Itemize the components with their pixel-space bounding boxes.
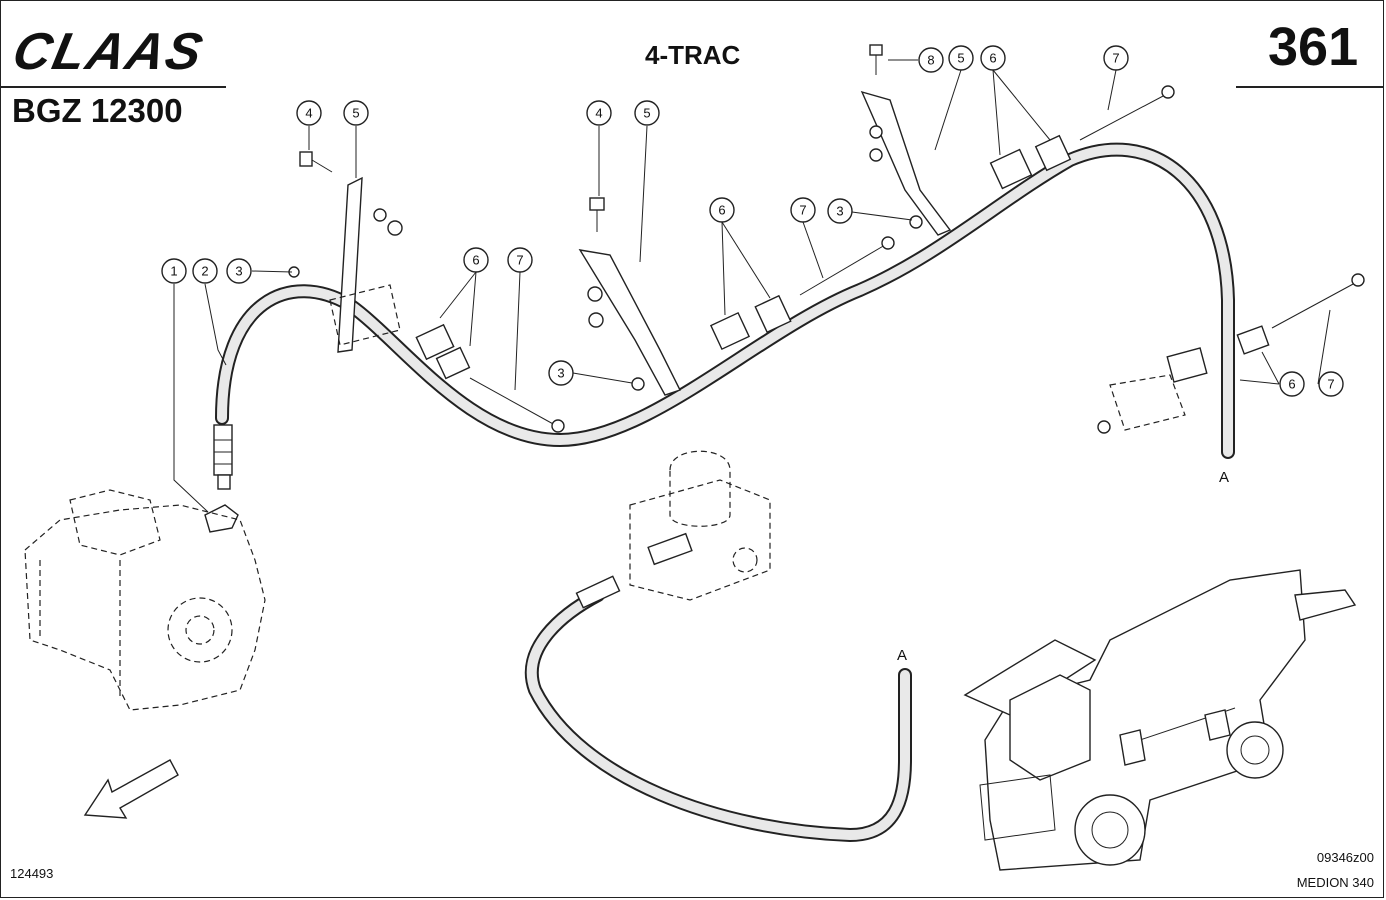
clamp-6-d bbox=[1097, 325, 1270, 434]
page-number: 361 bbox=[1268, 17, 1359, 77]
callout-7-b: 7 bbox=[790, 197, 816, 223]
leader-lines bbox=[173, 59, 1331, 513]
svg-text:4: 4 bbox=[595, 106, 602, 121]
nut-3-c bbox=[909, 215, 923, 229]
document-number: BGZ 12300 bbox=[12, 92, 183, 129]
connection-marker-lower: A bbox=[897, 647, 907, 664]
svg-text:7: 7 bbox=[799, 203, 806, 218]
svg-text:3: 3 bbox=[557, 366, 564, 381]
callout-4-b: 4 bbox=[586, 100, 612, 126]
valve-block bbox=[629, 450, 771, 601]
nuts-stack-b bbox=[587, 286, 604, 328]
clamp-6-a bbox=[415, 323, 471, 380]
hose-lower bbox=[524, 588, 912, 843]
svg-text:6: 6 bbox=[989, 51, 996, 66]
callout-6-d: 6 bbox=[1279, 371, 1305, 397]
page-title: 4-TRAC bbox=[645, 40, 741, 70]
image-reference: 09346z00 bbox=[1316, 850, 1374, 865]
header-rule-right bbox=[1236, 86, 1384, 88]
callout-7-d: 7 bbox=[1318, 371, 1344, 397]
svg-text:3: 3 bbox=[836, 204, 843, 219]
svg-text:7: 7 bbox=[516, 253, 523, 268]
callout-5-c: 5 bbox=[948, 45, 974, 71]
callout-2: 2 bbox=[192, 258, 218, 284]
header-rule-left bbox=[0, 86, 226, 88]
screw-4-a bbox=[299, 151, 333, 173]
model-name: MEDION 340 bbox=[1296, 875, 1374, 890]
svg-text:7: 7 bbox=[1327, 377, 1334, 392]
callout-4-a: 4 bbox=[296, 100, 322, 126]
bracket-right bbox=[860, 90, 952, 236]
nuts-stack-a bbox=[373, 208, 403, 236]
svg-text:2: 2 bbox=[201, 264, 208, 279]
screw-4-b bbox=[589, 197, 605, 232]
svg-text:6: 6 bbox=[1288, 377, 1295, 392]
gearbox bbox=[24, 489, 266, 711]
svg-text:8: 8 bbox=[927, 53, 934, 68]
svg-text:6: 6 bbox=[718, 203, 725, 218]
drawing-reference: 124493 bbox=[10, 866, 54, 881]
hose-upper bbox=[215, 142, 1235, 459]
bolt-7-b bbox=[799, 236, 895, 296]
clamp-6-c bbox=[989, 134, 1072, 190]
callout-6-a: 6 bbox=[463, 247, 489, 273]
svg-text:5: 5 bbox=[352, 106, 359, 121]
svg-text:5: 5 bbox=[957, 51, 964, 66]
callout-6-c: 6 bbox=[980, 45, 1006, 71]
callout-3-b: 3 bbox=[548, 360, 574, 386]
callout-5-a: 5 bbox=[343, 100, 369, 126]
svg-text:6: 6 bbox=[472, 253, 479, 268]
callout-8: 8 bbox=[918, 47, 944, 73]
lower-hose-fitting bbox=[575, 575, 621, 609]
bolt-7-a bbox=[469, 377, 565, 433]
nut-3-b bbox=[631, 377, 645, 391]
clamp-6-b bbox=[709, 294, 792, 351]
svg-text:3: 3 bbox=[235, 264, 242, 279]
svg-text:4: 4 bbox=[305, 106, 312, 121]
bolt-7-c bbox=[1079, 85, 1175, 141]
svg-text:1: 1 bbox=[170, 264, 177, 279]
bracket-middle bbox=[578, 249, 681, 396]
combine-harvester-overview bbox=[963, 569, 1357, 871]
bolt-7-d bbox=[1271, 273, 1365, 329]
direction-arrow-icon bbox=[83, 759, 179, 819]
nuts-stack-c bbox=[869, 125, 883, 162]
svg-text:7: 7 bbox=[1112, 51, 1119, 66]
connection-marker-upper: A bbox=[1219, 469, 1229, 486]
callout-1: 1 bbox=[161, 258, 187, 284]
screw-8 bbox=[869, 44, 883, 75]
hose-fitting bbox=[213, 424, 233, 490]
callout-6-b: 6 bbox=[709, 197, 735, 223]
bracket-left bbox=[329, 176, 401, 353]
elbow-fitting bbox=[204, 504, 239, 533]
svg-text:5: 5 bbox=[643, 106, 650, 121]
callout-7-a: 7 bbox=[507, 247, 533, 273]
callout-3-c: 3 bbox=[827, 198, 853, 224]
callout-7-c: 7 bbox=[1103, 45, 1129, 71]
callout-5-b: 5 bbox=[634, 100, 660, 126]
callout-3-a: 3 bbox=[226, 258, 252, 284]
